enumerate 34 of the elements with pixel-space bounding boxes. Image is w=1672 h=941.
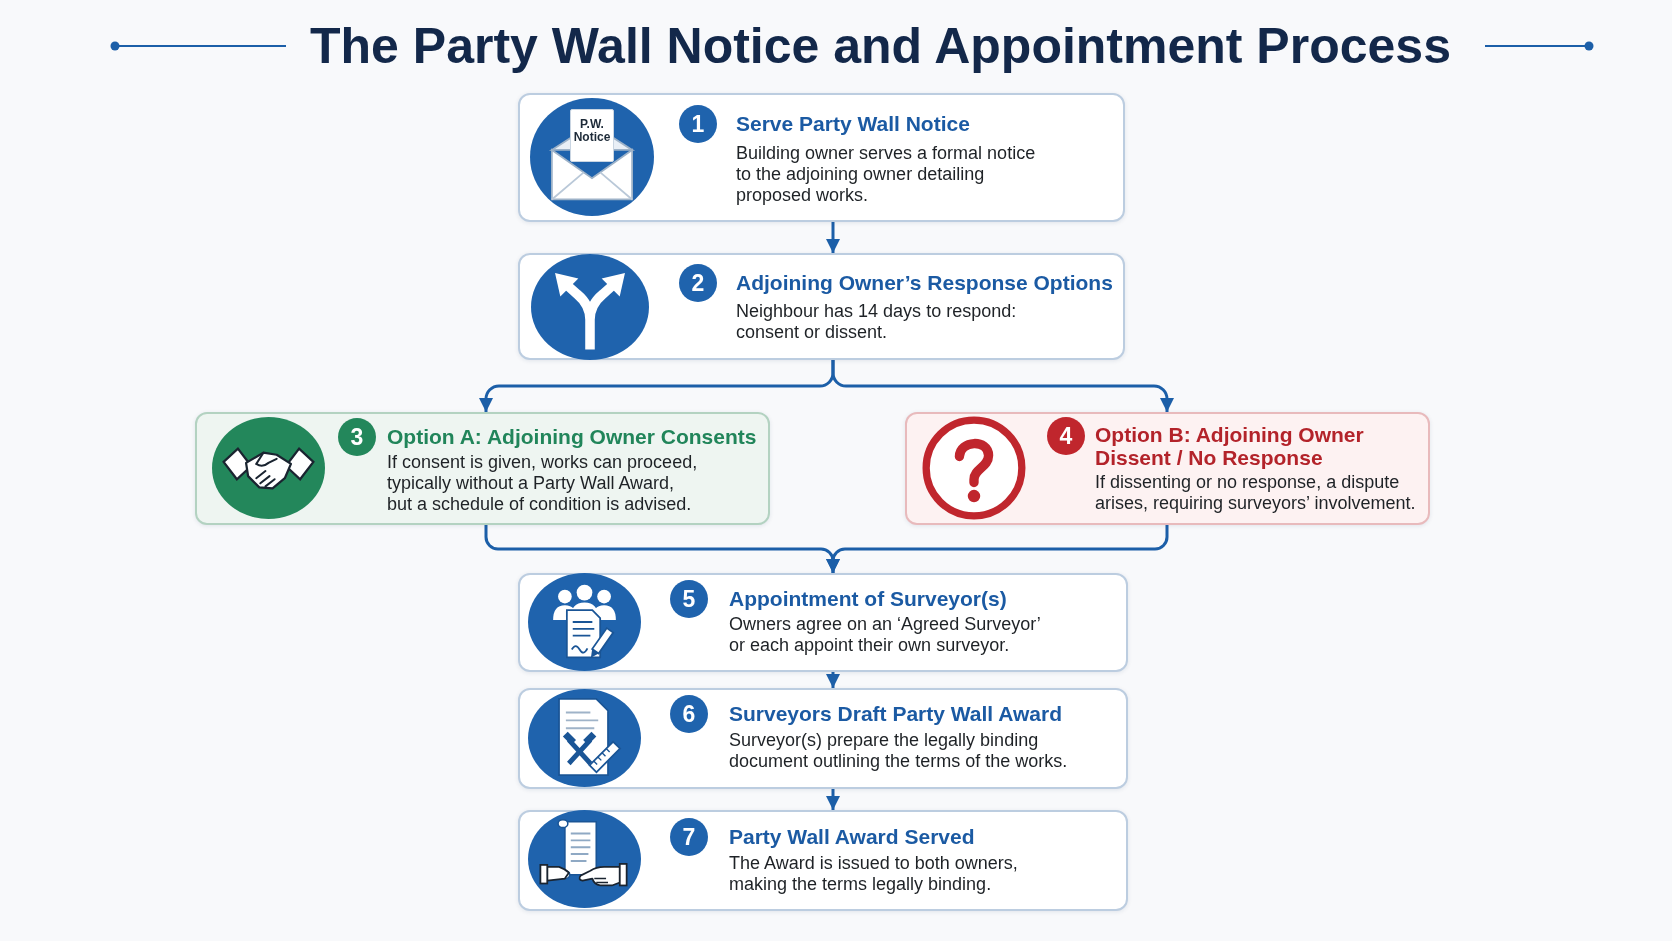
step-number: 6 [670,695,708,733]
step-card [518,93,1125,222]
step-card [518,253,1125,360]
step-title: Adjoining Owner’s Response Options [736,271,1114,294]
step-number: 4 [1047,417,1085,455]
flow-arrow [831,360,1174,412]
step-number: 5 [670,580,708,618]
step-number: 3 [338,418,376,456]
step-title: Option B: Adjoining Owner Dissent / No Response [1095,423,1365,469]
step-description: Building owner serves a formal notice to the adjoining owner detailing proposed works. [736,143,1037,206]
step-card [518,573,1128,672]
step-card [518,810,1128,911]
flow-arrow [826,222,840,253]
step-description: If dissenting or no response, a dispute arises, requiring surveyors’ involvement. [1095,472,1417,514]
step-number: 1 [679,105,717,143]
step-description: Neighbour has 14 days to respond: consent or dissent. [736,301,1018,343]
step-description: Owners agree on an ‘Agreed Surveyor’ or each appoint their own surveyor. [729,614,1042,656]
step-title: Option A: Adjoining Owner Consents [387,425,758,448]
notice-paper: P.W. Notice [569,108,615,162]
step-description: The Award is issued to both owners, making the terms legally binding. [729,853,1019,895]
page-title: The Party Wall Notice and Appointment Process [310,17,1451,76]
step-card [518,688,1128,789]
step-number: 7 [670,818,708,856]
flow-arrow [826,789,840,810]
step-card [905,412,1430,525]
step-card [195,412,770,525]
step-title: Serve Party Wall Notice [736,112,971,135]
flow-arrow [826,672,840,688]
step-title: Appointment of Surveyor(s) [729,587,1008,610]
step-description: If consent is given, works can proceed, typically without a Party Wall Award, but a schedule of condition is advised. [387,452,699,515]
step-title: Party Wall Award Served [729,825,976,848]
step-title: Surveyors Draft Party Wall Award [729,702,1063,725]
step-number: 2 [679,264,717,302]
step-description: Surveyor(s) prepare the legally binding document outlining the terms of the works. [729,730,1069,772]
